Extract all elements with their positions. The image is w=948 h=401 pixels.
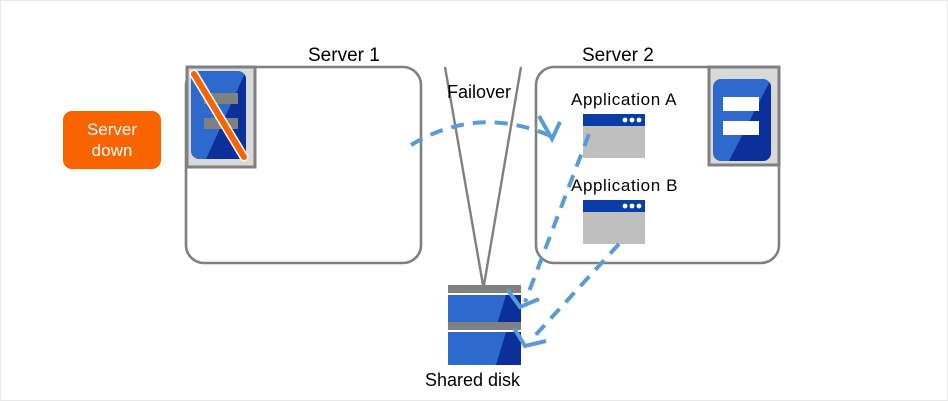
server1-icon — [185, 65, 257, 169]
server-down-badge: Server down — [63, 111, 161, 169]
application-a-icon — [583, 114, 645, 158]
server-down-badge-line2: down — [91, 141, 133, 160]
server1-title: Server 1 — [308, 45, 380, 66]
failover-arrow — [409, 115, 562, 147]
app-a-to-disk-arrow — [505, 133, 591, 310]
application-a-label: Application A — [571, 90, 678, 109]
connector-server2-to-disk — [482, 66, 523, 286]
server-down-badge-line1: Server — [86, 120, 138, 139]
server2-title: Server 2 — [582, 45, 654, 66]
server2-icon — [707, 65, 781, 167]
application-b-icon — [583, 200, 645, 244]
shared-disk-icon — [448, 285, 521, 365]
connector-server1-to-disk — [443, 66, 485, 286]
application-b-label: Application B — [571, 176, 679, 195]
failover-label: Failover — [447, 82, 512, 102]
app-b-to-disk-arrow — [512, 242, 621, 349]
shared-disk-label: Shared disk — [425, 370, 521, 390]
